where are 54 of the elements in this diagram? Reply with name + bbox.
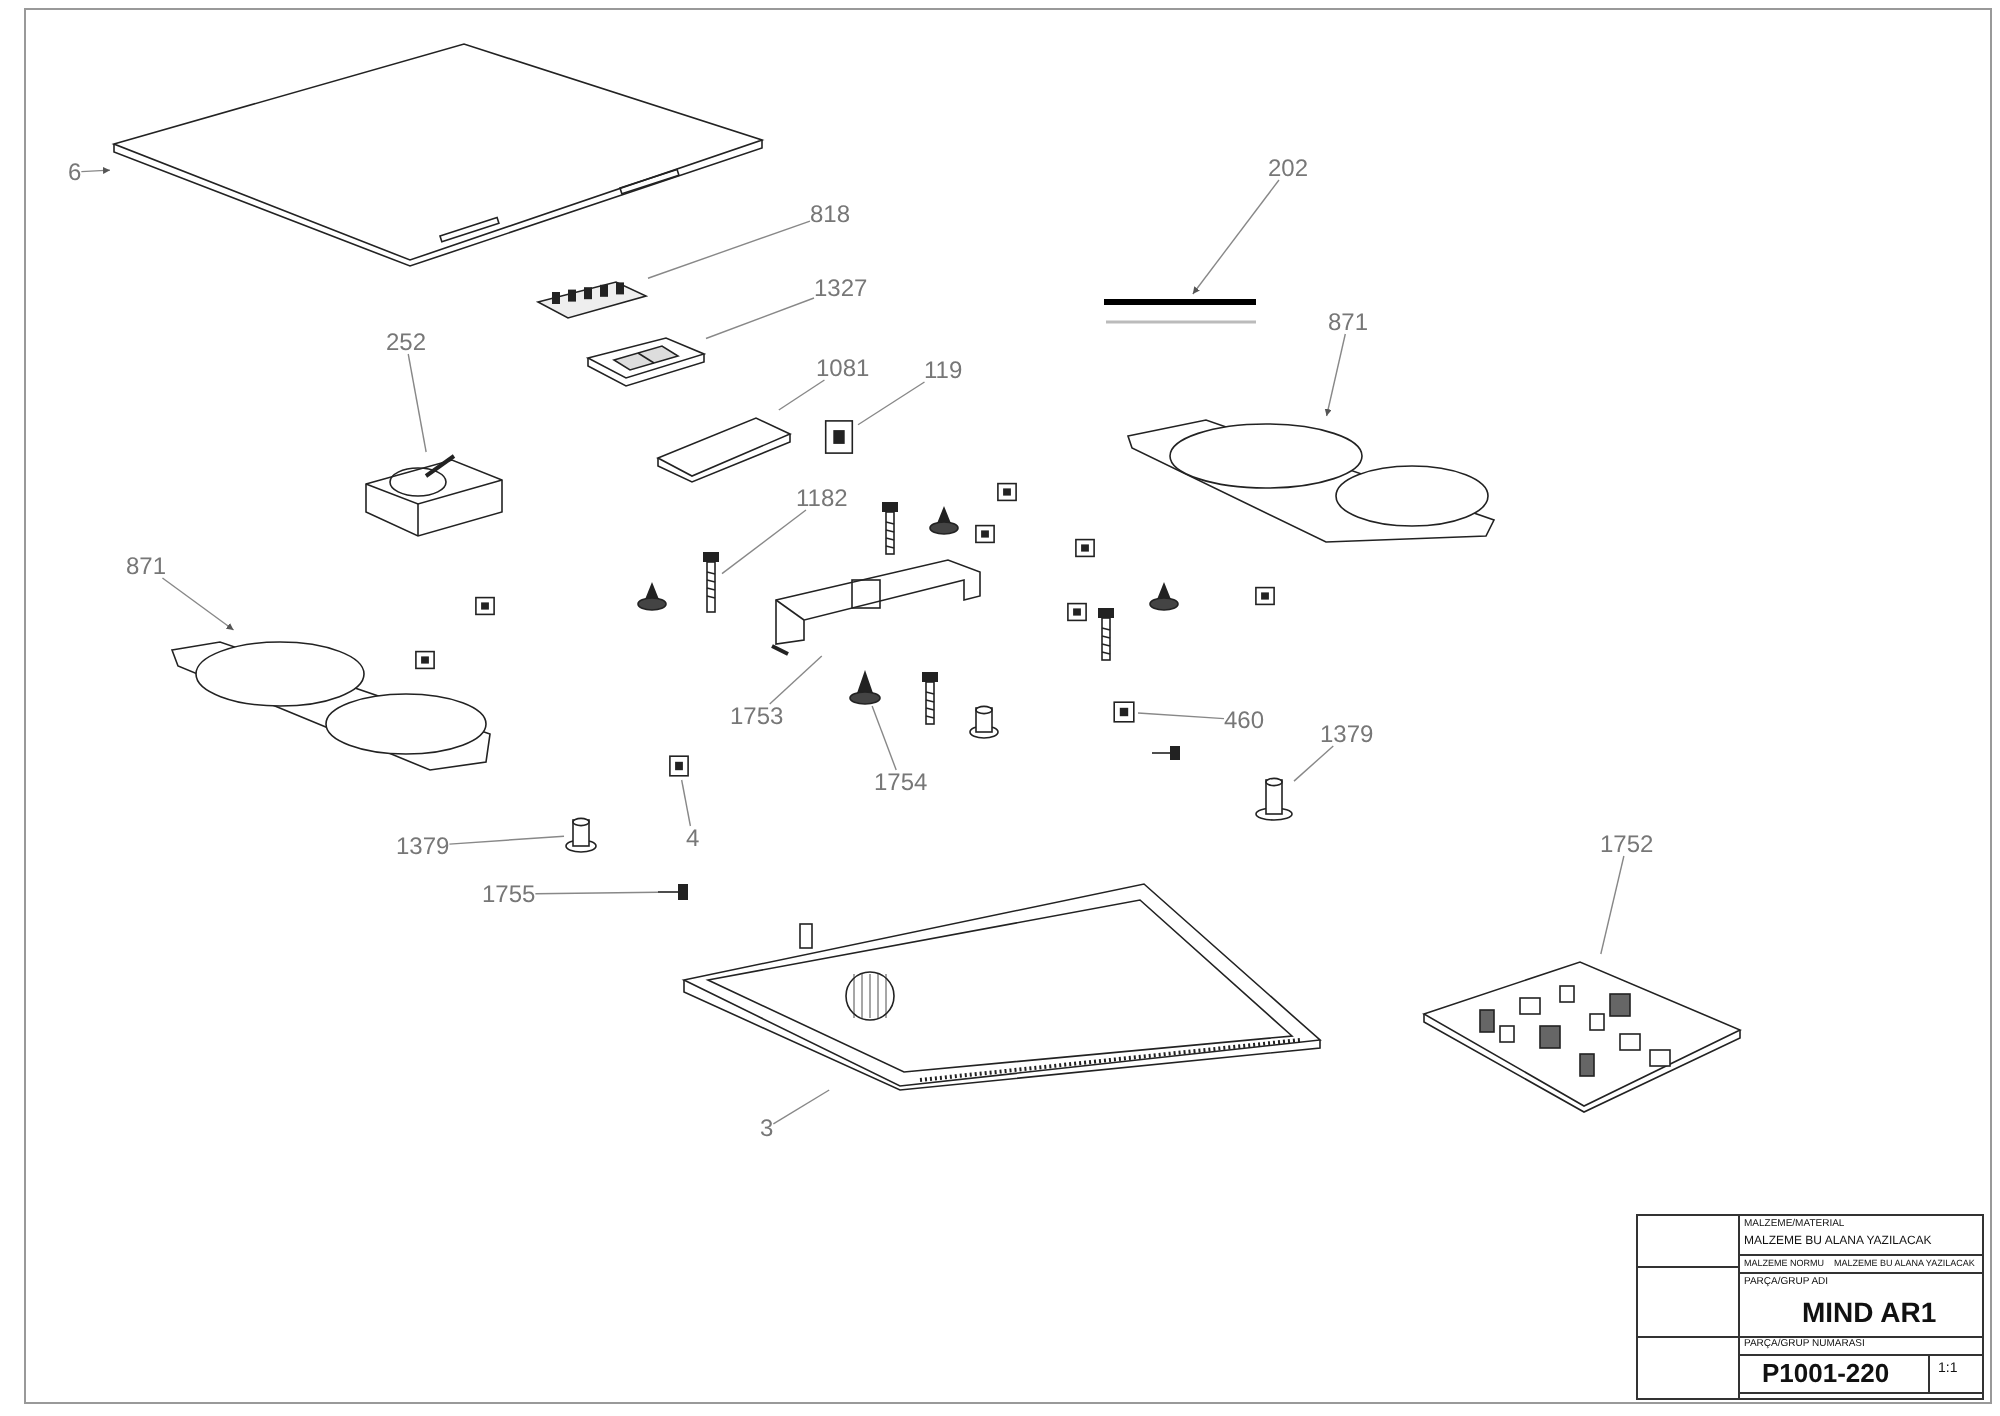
control-board-drawing [536, 276, 648, 320]
leader-line [680, 779, 692, 827]
callout-number: 202 [1268, 156, 1309, 180]
callout-number: 6 [68, 160, 82, 184]
leader-line [161, 577, 235, 631]
callout-number: 1755 [482, 882, 536, 906]
leader-line [407, 353, 427, 453]
leader-line [721, 509, 807, 575]
callout-number: 119 [924, 358, 963, 382]
filter-drawing [586, 334, 706, 388]
leader-line [80, 167, 111, 174]
leader-line [772, 1089, 830, 1125]
leader-line [1137, 712, 1225, 720]
callout-number: 1081 [816, 356, 870, 380]
heater-plate-drawing [1126, 416, 1498, 544]
leader-line [1192, 179, 1280, 295]
leader-line [1293, 745, 1334, 782]
callout-number: 818 [810, 202, 851, 226]
foot-drawing [1254, 776, 1294, 822]
leader-line [448, 835, 565, 845]
callout-number: 4 [686, 826, 700, 850]
callout-number: 1752 [1600, 832, 1654, 856]
title-block-text: P1001-220 [1762, 1360, 1890, 1386]
clip-drawing [1110, 698, 1138, 726]
screw-drawing [658, 882, 690, 902]
callout-number: 460 [1224, 708, 1265, 732]
callout-number: 1379 [1320, 722, 1374, 746]
callout-number: 1182 [796, 486, 848, 510]
strip-drawing [1102, 294, 1258, 328]
title-block-text: MIND AR1 [1802, 1298, 1937, 1326]
leader-line [871, 705, 897, 771]
leader-line [534, 891, 659, 895]
leader-line [1600, 855, 1625, 955]
leader-line [705, 297, 815, 340]
clip-drawing [820, 414, 858, 460]
leader-line [778, 379, 826, 411]
leader-line [647, 220, 811, 279]
callout-number: 252 [386, 330, 427, 354]
callout-number: 3 [760, 1116, 774, 1140]
screw-drawing [700, 552, 722, 612]
callout-number: 1753 [730, 704, 784, 728]
callout-number: 871 [126, 554, 167, 578]
leader-line [769, 655, 823, 705]
leader-line [1324, 333, 1346, 417]
clip-drawing [666, 752, 692, 780]
fan-drawing [362, 452, 506, 538]
chassis-drawing [680, 880, 1324, 1090]
callout-number: 1327 [814, 276, 868, 300]
leader-line [857, 381, 926, 426]
callout-number: 1754 [874, 770, 928, 794]
foot-drawing [564, 816, 598, 854]
grommet-drawing [848, 668, 882, 706]
callout-number: 1379 [396, 834, 450, 858]
callout-number: 871 [1328, 310, 1369, 334]
